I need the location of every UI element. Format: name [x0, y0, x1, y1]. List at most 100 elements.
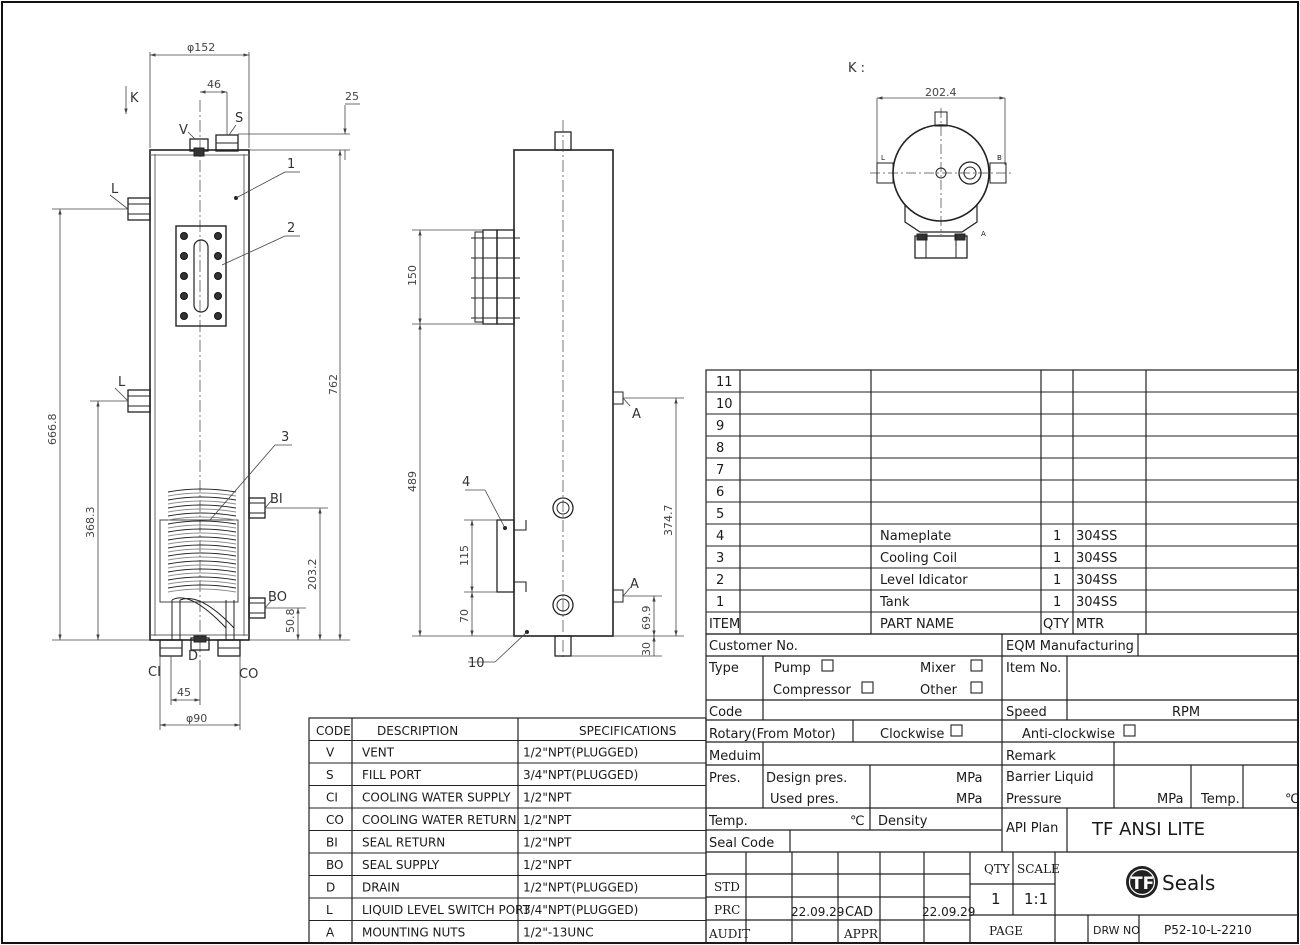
level-indicator — [175, 225, 227, 327]
bom-mtr: 304SS — [1076, 595, 1117, 610]
bom-item: 11 — [716, 375, 733, 390]
svg-text:A: A — [632, 407, 641, 422]
description-cell: SEAL RETURN — [362, 836, 445, 850]
svg-text:Meduim: Meduim — [709, 749, 761, 764]
other-checkbox[interactable] — [970, 681, 983, 694]
pump-checkbox[interactable] — [821, 659, 834, 672]
bom-qty: 1 — [1053, 551, 1061, 566]
svg-text:A: A — [630, 577, 639, 592]
svg-text:1:1: 1:1 — [1024, 890, 1048, 908]
svg-text:Speed: Speed — [1006, 705, 1047, 720]
description-cell: SEAL SUPPLY — [362, 858, 440, 872]
bom-item: 4 — [716, 529, 724, 544]
svg-text:K: K — [130, 91, 139, 106]
anticlockwise-checkbox[interactable] — [1123, 724, 1136, 737]
svg-text:Code: Code — [709, 705, 742, 720]
svg-text:MPa: MPa — [956, 792, 982, 807]
svg-text:46: 46 — [207, 78, 221, 91]
svg-text:22.09.29: 22.09.29 — [922, 905, 975, 919]
svg-text:70: 70 — [458, 609, 471, 623]
bom-qty: 1 — [1053, 573, 1061, 588]
svg-text:3: 3 — [281, 430, 289, 445]
svg-text:φ90: φ90 — [186, 712, 207, 725]
svg-text:203.2: 203.2 — [306, 559, 319, 591]
description-cell: COOLING WATER RETURN — [362, 813, 516, 827]
svg-text:Barrier Liquid: Barrier Liquid — [1006, 770, 1094, 785]
svg-text:DESCRIPTION: DESCRIPTION — [377, 724, 458, 738]
svg-text:Compressor: Compressor — [773, 683, 852, 698]
tf-seals-logo: TF Seals — [1126, 866, 1215, 898]
bom-mtr: MTR — [1076, 617, 1104, 632]
svg-text:B: B — [997, 154, 1002, 162]
bom-part-name: PART NAME — [880, 617, 954, 632]
svg-text:L: L — [111, 182, 119, 197]
svg-text:Seal Code: Seal Code — [709, 836, 774, 851]
svg-text:TF ANSI LITE: TF ANSI LITE — [1091, 819, 1205, 840]
compressor-checkbox[interactable] — [861, 681, 874, 694]
bom-qty: 1 — [1053, 595, 1061, 610]
spec-cell: 1/2"NPT(PLUGGED) — [523, 746, 638, 760]
svg-text:Density: Density — [878, 814, 928, 829]
svg-text:22.09.29: 22.09.29 — [791, 905, 844, 919]
description-cell: COOLING WATER SUPPLY — [362, 791, 511, 805]
svg-text:CAD: CAD — [845, 905, 873, 920]
mixer-checkbox[interactable] — [970, 659, 983, 672]
svg-text:Other: Other — [920, 683, 958, 698]
top-view-labels: K : 202.4 L B A — [848, 61, 1002, 238]
code-cell: CI — [326, 791, 338, 805]
bom-item: 1 — [716, 595, 724, 610]
svg-text:RPM: RPM — [1172, 705, 1200, 720]
svg-text:DRW NO: DRW NO — [1093, 924, 1140, 937]
seal-supply-port — [248, 597, 266, 619]
bom-part-name: Level Idicator — [880, 573, 968, 588]
clockwise-checkbox[interactable] — [950, 724, 963, 737]
svg-text:P52-10-L-2210: P52-10-L-2210 — [1164, 923, 1252, 937]
svg-text:Remark: Remark — [1006, 749, 1056, 764]
svg-text:SPECIFICATIONS: SPECIFICATIONS — [579, 724, 676, 738]
bom-part-name: Nameplate — [880, 529, 951, 544]
svg-text:666.8: 666.8 — [46, 414, 59, 446]
code-cell: BO — [326, 858, 343, 872]
spec-cell: 1/2"NPT(PLUGGED) — [523, 881, 638, 895]
svg-text:CODE: CODE — [316, 724, 351, 738]
svg-text:BI: BI — [270, 492, 283, 507]
svg-text:QTY: QTY — [984, 862, 1011, 876]
svg-text:EQM Manufacturing: EQM Manufacturing — [1006, 639, 1134, 654]
description-cell: LIQUID LEVEL SWITCH PORT — [362, 903, 531, 917]
side-view-labels: 150 489 115 70 374.7 69.9 30 A A 4 10 — [406, 265, 675, 671]
svg-text:Mixer: Mixer — [920, 661, 956, 676]
svg-text:Temp.: Temp. — [708, 814, 748, 829]
bom-part-name: Tank — [879, 595, 910, 610]
svg-text:368.3: 368.3 — [84, 507, 97, 539]
svg-text:4: 4 — [462, 475, 470, 490]
bom-mtr: 304SS — [1076, 573, 1117, 588]
svg-text:SCALE: SCALE — [1017, 862, 1060, 876]
bom-item: 9 — [716, 419, 724, 434]
svg-text:1: 1 — [991, 890, 1001, 908]
spec-cell: 3/4"NPT(PLUGGED) — [523, 768, 638, 782]
bom-qty: 1 — [1053, 529, 1061, 544]
svg-text:25: 25 — [345, 90, 359, 103]
svg-text:150: 150 — [406, 265, 419, 286]
level-port-upper — [127, 197, 151, 221]
top-view — [870, 96, 1012, 259]
description-cell: MOUNTING NUTS — [362, 926, 465, 940]
svg-text:Temp.: Temp. — [1200, 792, 1240, 807]
checkboxes — [821, 659, 1136, 737]
bom-item: 10 — [716, 397, 733, 412]
svg-text:Item No.: Item No. — [1006, 661, 1061, 676]
svg-text:CO: CO — [239, 667, 258, 682]
svg-text:Pres.: Pres. — [709, 771, 741, 786]
bom-item: 5 — [716, 507, 724, 522]
svg-text:AUDIT: AUDIT — [708, 927, 750, 941]
cooling-coil — [159, 488, 239, 640]
svg-text:Pressure: Pressure — [1006, 792, 1062, 807]
description-cell: DRAIN — [362, 881, 400, 895]
spec-cell: 1/2"NPT — [523, 858, 572, 872]
svg-text:APPR: APPR — [843, 927, 879, 941]
svg-text:℃: ℃ — [850, 814, 865, 829]
svg-text:Anti-clockwise: Anti-clockwise — [1022, 727, 1115, 742]
